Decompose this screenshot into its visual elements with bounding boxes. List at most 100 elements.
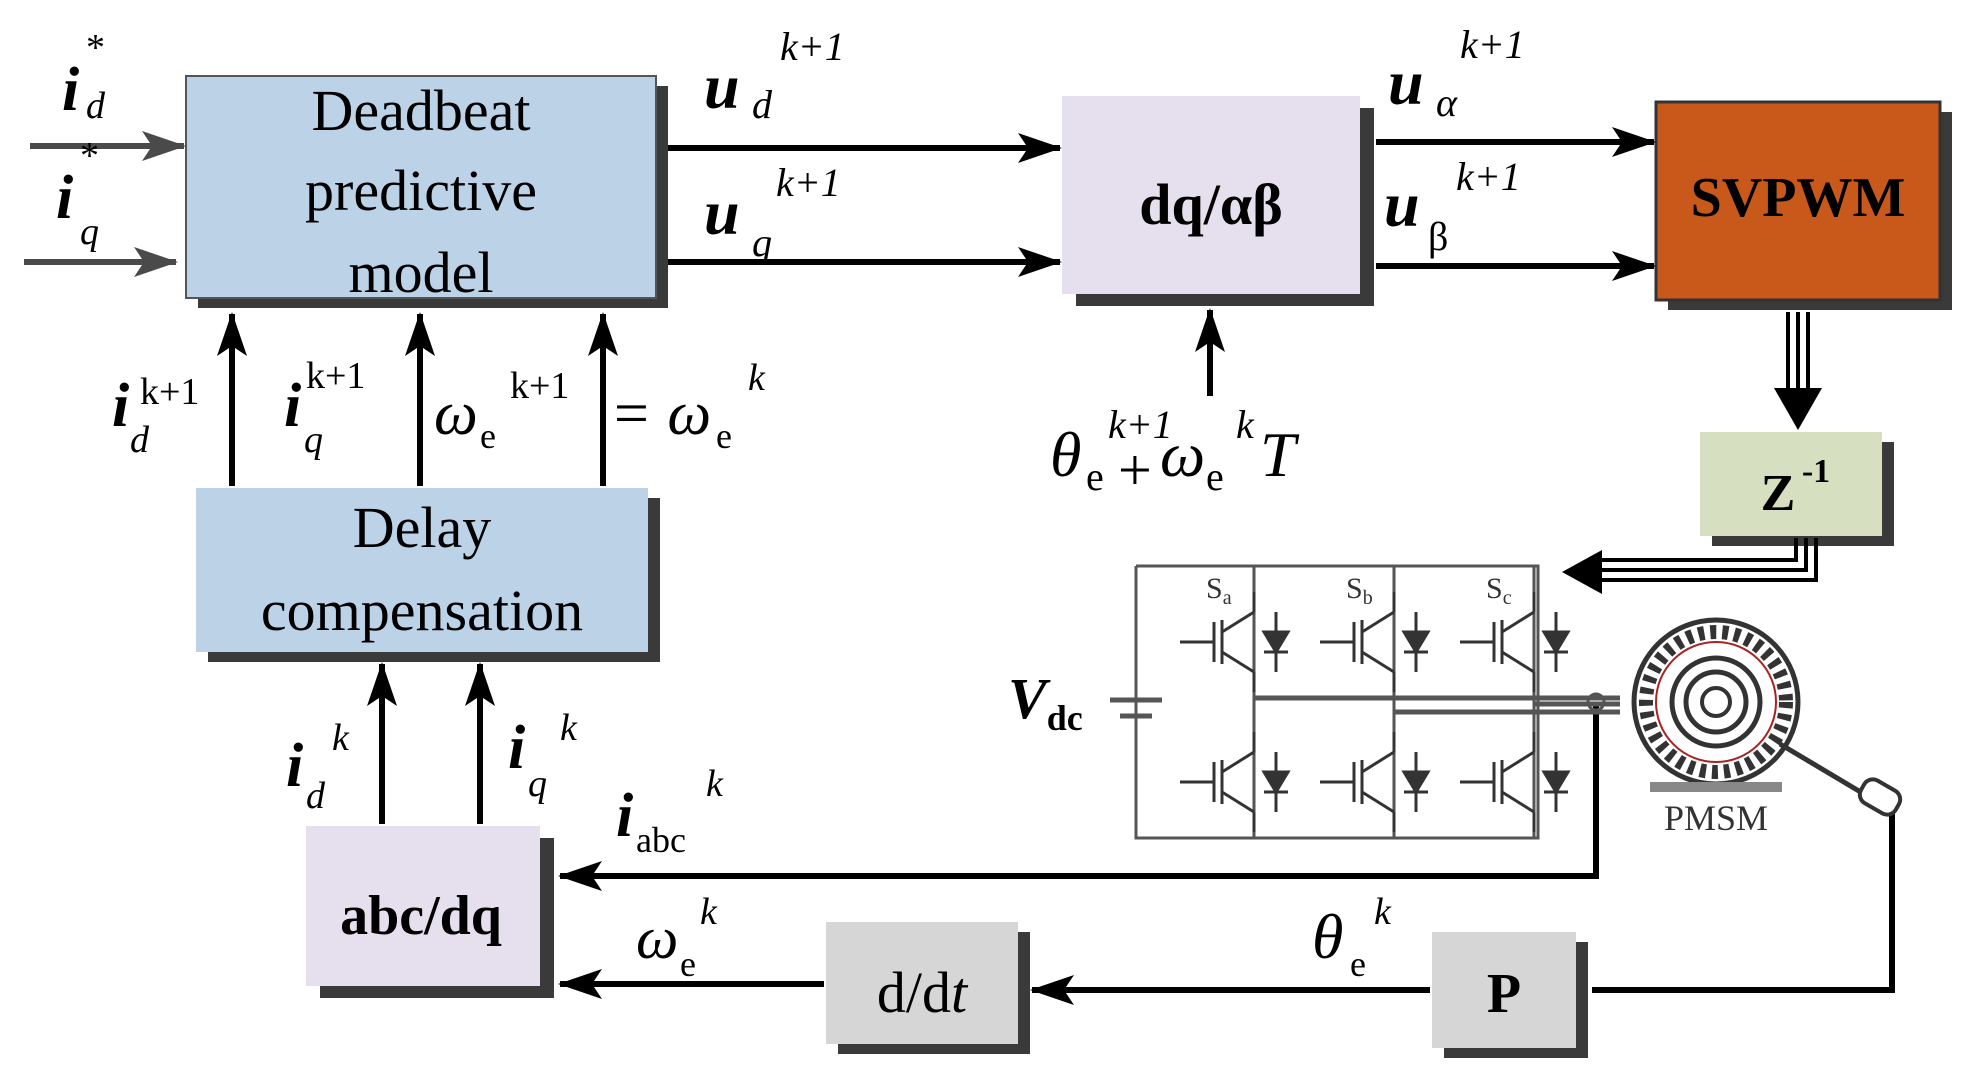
svg-text:k+1: k+1	[510, 365, 569, 407]
svg-text:k: k	[700, 891, 718, 933]
svg-text:e: e	[680, 944, 696, 984]
z-inverse-block: Z -1	[1700, 432, 1894, 546]
svg-text:e: e	[1350, 944, 1366, 984]
ddt-block: d/dt	[826, 922, 1030, 1054]
dq-alphabeta-label: dq/αβ	[1139, 172, 1283, 237]
svg-text:= ω: = ω	[610, 380, 711, 448]
abc-dq-label: abc/dq	[340, 885, 502, 947]
label-id-k: i d k	[286, 717, 350, 817]
label-iabc: i abc k	[616, 763, 724, 860]
svg-text:q: q	[80, 211, 99, 253]
label-ualpha: u α k+1	[1388, 22, 1525, 125]
svg-text:k: k	[332, 717, 350, 759]
label-theta-pred: θ e k+1 + ω e k T	[1050, 402, 1300, 503]
svg-text:k+1: k+1	[1108, 402, 1173, 447]
ddt-var: t	[951, 960, 969, 1025]
svpwm-label: SVPWM	[1691, 167, 1906, 229]
svg-text:k: k	[706, 763, 724, 805]
svg-text:e: e	[1206, 454, 1224, 499]
svg-text:+: +	[1118, 437, 1152, 503]
svg-text:k+1: k+1	[1460, 22, 1525, 67]
label-theta-k: θ e k	[1312, 891, 1392, 984]
signal-arrows	[24, 127, 1895, 1005]
arrow-iabc	[558, 702, 1599, 891]
svg-text:i: i	[62, 56, 79, 124]
ddt-prefix: d/d	[877, 960, 951, 1025]
svg-text:i: i	[112, 372, 129, 440]
label-id-ref: i * d	[62, 27, 106, 127]
z-exponent: -1	[1802, 453, 1830, 490]
label-iq-ref: i * q	[56, 135, 99, 253]
label-iq-k: i q k	[508, 707, 578, 805]
label-id-pred: i d k+1	[112, 371, 199, 461]
svg-text:k: k	[560, 707, 578, 749]
svg-text:u: u	[704, 177, 740, 248]
deadbeat-label-3: model	[349, 240, 494, 305]
svg-text:k: k	[1236, 402, 1255, 447]
svg-text:u: u	[1384, 169, 1420, 240]
svg-text:i: i	[508, 714, 525, 782]
label-we-pred: ω e k+1 = ω e k	[434, 357, 766, 456]
switch-labels: Sa Sb Sc	[1206, 572, 1512, 609]
svg-text:k: k	[748, 357, 766, 399]
svg-text:e: e	[480, 416, 496, 456]
svpwm-block: SVPWM	[1654, 100, 1952, 310]
delay-label-2: compensation	[261, 578, 583, 643]
deadbeat-label-2: predictive	[305, 158, 537, 223]
svg-text:q: q	[304, 419, 323, 461]
p-label: P	[1487, 963, 1521, 1025]
svg-text:d: d	[306, 775, 326, 817]
triple-arrows	[1562, 312, 1822, 594]
svg-text:β: β	[1428, 214, 1448, 259]
igbt-switch	[1320, 592, 1431, 692]
pmsm-motor: PMSM	[1631, 617, 1903, 838]
pmsm-label: PMSM	[1664, 798, 1768, 838]
svg-text:i: i	[284, 372, 301, 440]
svg-text:q: q	[752, 220, 772, 265]
switch-label-a: Sa	[1206, 572, 1232, 609]
svg-text:k+1: k+1	[140, 371, 199, 413]
svg-text:i: i	[56, 164, 73, 232]
igbt-switch	[1320, 732, 1431, 832]
svg-text:e: e	[1086, 454, 1104, 499]
svg-text:ω: ω	[434, 380, 478, 448]
label-uq: u q k+1	[704, 160, 841, 265]
label-iq-pred: i q k+1	[284, 355, 365, 461]
label-ud: u d k+1	[704, 24, 845, 127]
svg-text:i: i	[616, 782, 633, 850]
svg-text:ω: ω	[1160, 419, 1205, 490]
ddt-label: d/dt	[877, 960, 969, 1025]
svg-text:q: q	[528, 763, 547, 805]
abc-dq-block: abc/dq	[306, 826, 554, 998]
label-we-k: ω e k	[636, 891, 718, 984]
svg-text:θ: θ	[1312, 901, 1343, 972]
svg-text:θ: θ	[1050, 419, 1081, 490]
igbt-switch	[1180, 592, 1291, 692]
label-ubeta: u β k+1	[1384, 154, 1521, 259]
svg-text:*: *	[86, 27, 105, 69]
svg-text:d: d	[130, 419, 150, 461]
wire-encoder	[1592, 806, 1895, 993]
signal-labels: i * d i * q u d k+1 u q k+1 u α k+1	[56, 22, 1525, 984]
svg-text:e: e	[716, 416, 732, 456]
p-block: P	[1432, 932, 1588, 1058]
igbt-switches	[1180, 592, 1571, 832]
svg-text:k+1: k+1	[1456, 154, 1521, 199]
switch-label-c: Sc	[1486, 572, 1512, 609]
svg-text:*: *	[80, 135, 99, 177]
svg-text:k+1: k+1	[776, 160, 841, 205]
svg-text:abc: abc	[636, 820, 686, 860]
svg-text:T: T	[1260, 419, 1300, 490]
svg-text:u: u	[1388, 47, 1424, 118]
svg-text:k+1: k+1	[306, 355, 365, 397]
delay-compensation-block: Delay compensation	[196, 488, 660, 662]
deadbeat-label-1: Deadbeat	[312, 78, 531, 143]
svg-text:i: i	[286, 732, 303, 800]
igbt-switch	[1460, 592, 1571, 692]
switch-label-b: Sb	[1346, 572, 1373, 609]
svg-text:α: α	[1436, 80, 1458, 125]
igbt-switch	[1180, 732, 1291, 832]
igbt-switch	[1460, 732, 1571, 832]
svg-text:d: d	[86, 85, 106, 127]
